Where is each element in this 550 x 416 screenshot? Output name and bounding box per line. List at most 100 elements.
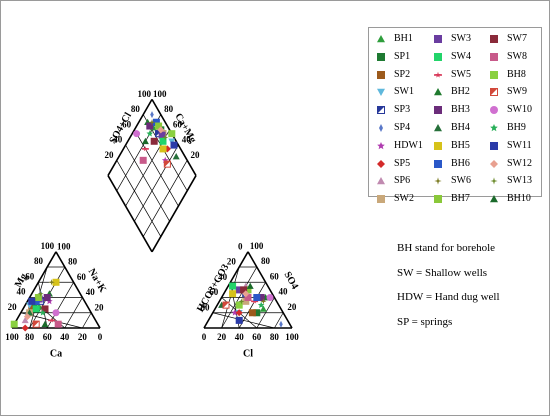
diamond-camg-tick: 80 <box>164 104 174 114</box>
legend-marker-bh10 <box>490 195 498 203</box>
legend-label: SW4 <box>451 50 471 62</box>
point-cation-sw7 <box>41 305 49 313</box>
legend-marker <box>434 88 442 96</box>
point-anion-bh8 <box>235 301 243 309</box>
cation-mg-tick: 80 <box>34 256 44 266</box>
legend-marker <box>434 106 442 115</box>
anion-triangle-edge <box>247 251 293 329</box>
point-anion-sw4 <box>229 282 237 290</box>
diamond-edge <box>107 175 153 253</box>
legend-marker-bh6 <box>434 159 442 168</box>
point-anion-bh10 <box>246 282 254 289</box>
point-diamond-sw9 <box>163 160 171 168</box>
anion-so4-tick: 60 <box>270 271 280 281</box>
anion-so4-tick: 80 <box>261 256 271 266</box>
diamond-so4cl-tick: 100 <box>137 89 151 99</box>
legend-label: BH4 <box>451 121 470 133</box>
point-cation-bh7 <box>34 294 42 302</box>
anion-hco3-tick: 0 <box>238 241 243 251</box>
legend-marker-sw5 <box>434 71 442 78</box>
legend-marker <box>490 159 498 168</box>
point-anion-bh6 <box>253 294 261 302</box>
legend-marker <box>377 70 385 79</box>
cation-nak-tick: 60 <box>77 272 87 282</box>
legend-label: SW2 <box>394 193 414 205</box>
point-cation-sw11 <box>28 297 36 305</box>
note-borehole: BH stand for borehole <box>397 242 496 254</box>
anion-cl-tick: 0 <box>202 332 207 342</box>
point-cation-bh6 <box>32 297 40 305</box>
point-diamond-sw7 <box>150 137 158 145</box>
legend-marker-bh9 <box>490 123 498 132</box>
point-cation-sp2 <box>28 305 36 313</box>
anion-so4-tick: 20 <box>287 302 297 312</box>
point-diamond-sw10 <box>133 130 141 138</box>
diamond-gridline <box>142 160 188 237</box>
legend-marker-bh3 <box>434 106 442 115</box>
diamond-gridline <box>125 144 170 222</box>
point-diamond-bh5 <box>159 145 167 153</box>
point-anion-sw7 <box>240 286 248 294</box>
legend-label: SW7 <box>507 33 527 44</box>
diamond-edge <box>107 98 153 176</box>
legend-marker <box>377 195 385 204</box>
cation-mg-tick: 40 <box>16 287 26 297</box>
point-anion-sw6 <box>260 298 267 305</box>
legend-marker-sw3 <box>434 35 442 43</box>
legend-label: BH9 <box>507 121 526 133</box>
legend-marker-bh2 <box>434 88 442 96</box>
point-anion-sw10 <box>266 294 274 302</box>
diamond-camg-tick: 40 <box>182 135 192 145</box>
anion-so4-tick: 100 <box>250 241 264 251</box>
legend-label: BH7 <box>451 193 470 205</box>
diamond-gridline <box>134 144 179 222</box>
legend-label: SW10 <box>507 104 532 116</box>
legend-label: SP2 <box>394 68 411 80</box>
point-cation-sp6 <box>21 316 29 324</box>
cation-ca-tick: 60 <box>43 332 53 342</box>
legend-marker-sw11 <box>490 141 498 150</box>
anion-hco3-tick: 60 <box>209 287 219 297</box>
anion-bottom-axis-title: Cl <box>243 348 253 359</box>
point-anion-sw11 <box>235 316 243 324</box>
diamond-camg-tick: 100 <box>153 89 167 99</box>
legend-marker-sw6 <box>434 177 442 185</box>
legend-label: SP6 <box>394 175 411 187</box>
legend-label: SP3 <box>394 104 411 116</box>
legend-marker-sw9 <box>490 88 498 97</box>
legend-label: SW9 <box>507 86 527 98</box>
point-diamond-sw12 <box>157 126 165 134</box>
legend-marker <box>434 123 442 132</box>
point-diamond-bh10 <box>141 137 149 145</box>
cation-nak-tick: 40 <box>86 287 96 297</box>
point-cation-sw5 <box>48 317 56 323</box>
point-anion-bh5 <box>229 290 237 298</box>
diamond-edge <box>151 175 197 253</box>
anion-cl-tick: 40 <box>235 332 245 342</box>
point-diamond-sw11 <box>170 141 178 149</box>
legend-marker <box>434 195 442 204</box>
legend-marker-sw10 <box>490 106 498 115</box>
legend-label: HDW1 <box>394 139 423 151</box>
legend-marker-bh5 <box>434 141 442 150</box>
point-cation-sp5 <box>21 324 29 332</box>
point-anion-sw3 <box>235 286 243 294</box>
legend-marker-sw7 <box>490 35 498 43</box>
legend-label: SW1 <box>394 86 414 98</box>
point-cation-bh10 <box>41 320 49 327</box>
legend-label: BH6 <box>451 157 470 169</box>
legend-marker-hdw1 <box>377 141 385 149</box>
legend-marker <box>434 35 442 43</box>
anion-cl-tick: 20 <box>217 332 227 342</box>
legend-marker <box>434 52 442 61</box>
diamond-so4cl-tick: 40 <box>113 135 123 145</box>
legend-label: BH5 <box>451 139 470 151</box>
legend-marker-sp4 <box>379 123 383 132</box>
legend-marker-sw8 <box>490 52 498 61</box>
legend-marker-bh4 <box>434 123 442 132</box>
cation-ca-tick: 40 <box>60 332 70 342</box>
cation-ca-tick: 80 <box>25 332 35 342</box>
anion-hco3-tick: 80 <box>201 302 211 312</box>
legend-label: SW6 <box>451 175 471 187</box>
